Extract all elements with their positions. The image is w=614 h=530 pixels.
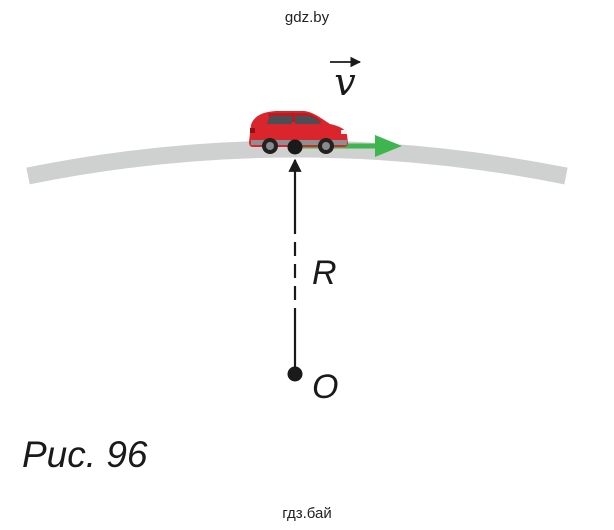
center-label: O	[312, 368, 338, 406]
figure-caption: Рис. 96	[22, 434, 148, 475]
radius-label: R	[312, 254, 337, 292]
watermark-bottom: гдз.бай	[282, 505, 332, 522]
velocity-symbol: v	[334, 60, 356, 104]
car-point	[287, 139, 303, 155]
velocity-label: v	[330, 56, 362, 104]
watermark-top: gdz.by	[285, 9, 330, 26]
center-point	[287, 366, 303, 382]
